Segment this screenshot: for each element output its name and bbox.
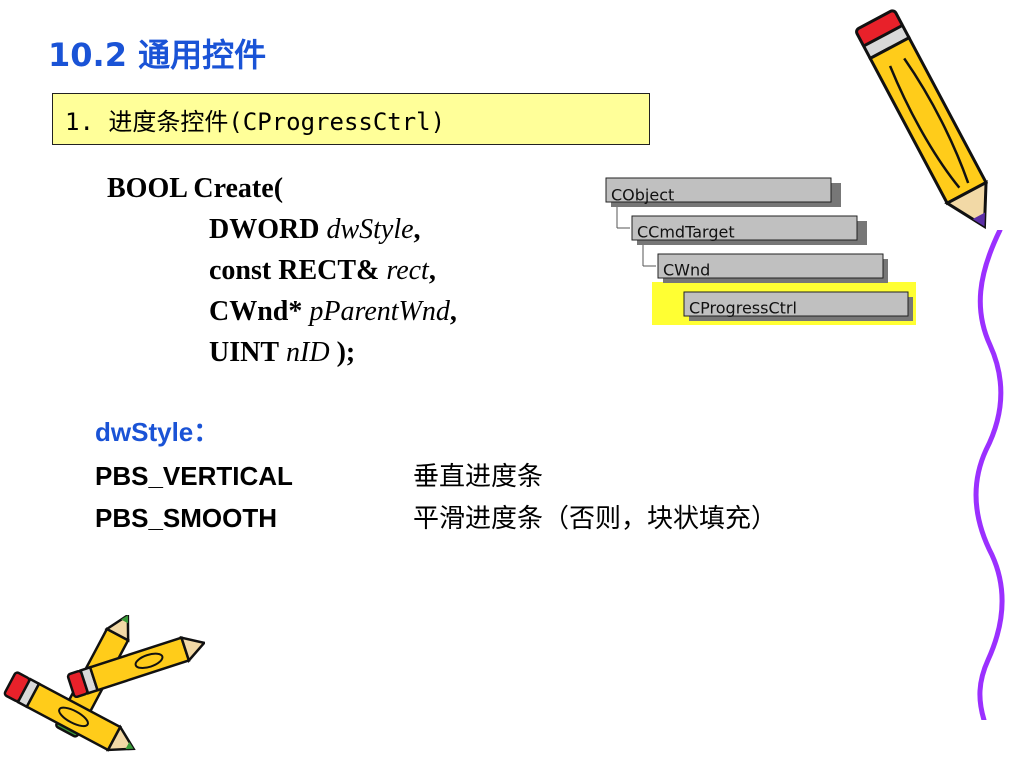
- style-name: PBS_SMOOTH: [95, 503, 278, 533]
- class-name: CCmdTarget: [637, 223, 735, 242]
- param-name: pParentWnd: [309, 296, 450, 327]
- class-name: CObject: [611, 186, 674, 205]
- style-name: PBS_VERTICAL: [95, 461, 293, 491]
- style-description: 平滑进度条（否则，块状填充）: [413, 504, 778, 534]
- section-heading-box: 1. 进度条控件(CProgressCtrl): [52, 93, 650, 145]
- param-nid: UINT nID );: [107, 332, 457, 373]
- param-separator: ,: [449, 296, 457, 327]
- param-name: nID: [286, 337, 330, 368]
- param-name: rect: [386, 255, 429, 286]
- signature-line-1: BOOL Create(: [107, 168, 457, 209]
- param-type: DWORD: [209, 214, 320, 245]
- dwstyle-heading: dwStyle：: [95, 412, 219, 449]
- class-hierarchy-diagram: CObject CCmdTarget CWnd CProgressCtrl: [605, 177, 916, 325]
- param-separator: ,: [413, 214, 421, 245]
- style-row-smooth: PBS_SMOOTH 平滑进度条（否则，块状填充）: [95, 498, 777, 535]
- class-box-ccmdtarget: [631, 215, 858, 241]
- style-description: 垂直进度条: [413, 462, 544, 492]
- class-name: CProgressCtrl: [689, 299, 797, 318]
- pencil-icon: [855, 9, 989, 230]
- dwstyle-label: dwStyle: [95, 417, 194, 447]
- wave-line-decoration: [973, 230, 1005, 720]
- class-box-cprogressctrl: [683, 291, 909, 317]
- pencil-icon: [3, 615, 205, 752]
- slide-title: 10.2 通用控件: [48, 36, 267, 74]
- class-box-cobject: [605, 177, 832, 203]
- section-heading: 1. 进度条控件(CProgressCtrl): [65, 107, 446, 136]
- class-box-cwnd: [657, 253, 884, 279]
- create-signature: BOOL Create( DWORD dwStyle, const RECT& …: [107, 168, 457, 373]
- dwstyle-colon: ：: [193, 417, 220, 447]
- class-name: CWnd: [663, 261, 710, 280]
- param-rect: const RECT& rect,: [107, 250, 457, 291]
- signature-end: );: [336, 337, 356, 368]
- param-type: const RECT&: [209, 255, 380, 286]
- param-separator: ,: [428, 255, 436, 286]
- param-type: UINT: [209, 337, 280, 368]
- style-row-vertical: PBS_VERTICAL 垂直进度条: [95, 456, 543, 493]
- param-dwstyle: DWORD dwStyle,: [107, 209, 457, 250]
- param-type: CWnd*: [209, 296, 303, 327]
- param-parent-wnd: CWnd* pParentWnd,: [107, 291, 457, 332]
- function-header: BOOL Create(: [107, 173, 284, 204]
- param-name: dwStyle: [326, 214, 414, 245]
